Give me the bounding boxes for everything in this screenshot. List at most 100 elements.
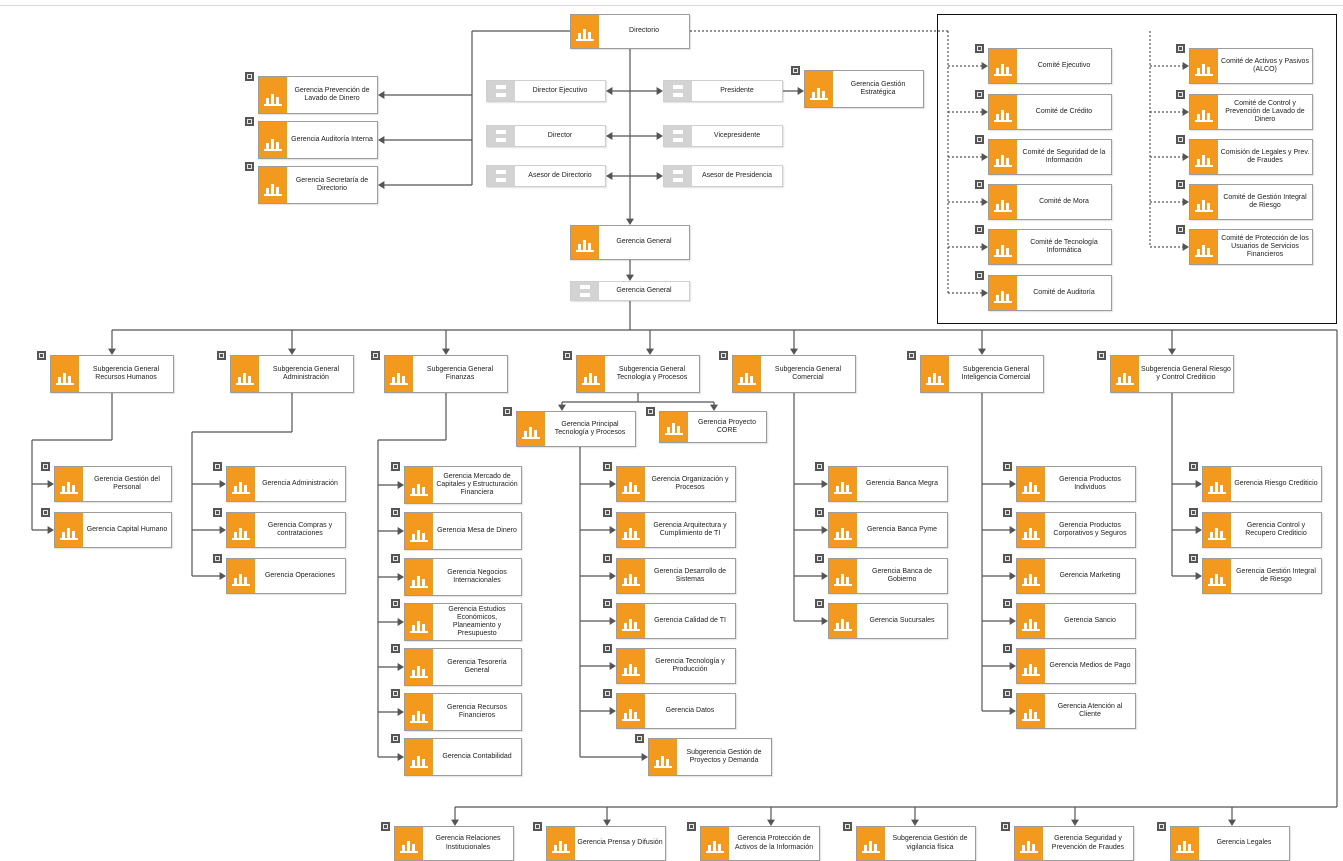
org-node-sg-tecnologia-procesos[interactable]: Subgerencia General Tecnología y Proceso…: [576, 355, 700, 393]
org-node-comite-seguridad-informacion[interactable]: Comité de Seguridad de la Información: [988, 139, 1112, 175]
org-node-gerencia-tecnologia-produccion[interactable]: Gerencia Tecnología y Producción: [616, 648, 736, 684]
org-node-gerencia-estudios-economicos[interactable]: Gerencia Estudios Económicos, Planeamien…: [404, 603, 522, 641]
org-node-gerencia-capital-humano[interactable]: Gerencia Capital Humano: [54, 512, 172, 548]
org-node-label: Directorio: [629, 27, 659, 35]
org-node-sg-inteligencia-comercial[interactable]: Subgerencia General Inteligencia Comerci…: [920, 355, 1044, 393]
org-unit-marker-icon: [1157, 822, 1166, 831]
org-node-asesor-presidencia[interactable]: Asesor de Presidencia: [663, 165, 783, 187]
org-node-sg-comercial[interactable]: Subgerencia General Comercial: [732, 355, 856, 393]
bar-chart-icon: [405, 739, 433, 775]
org-node-gerencia-banca-pyme[interactable]: Gerencia Banca Pyme: [828, 512, 948, 548]
org-node-gerencia-control-recupero[interactable]: Gerencia Control y Recupero Crediticio: [1202, 512, 1322, 548]
bar-chart-icon: [1017, 649, 1045, 683]
org-node-comite-ejecutivo[interactable]: Comité Ejecutivo: [988, 48, 1112, 84]
org-node-label: Subgerencia General Riesgo y Control Cre…: [1141, 365, 1231, 381]
org-node-comite-credito[interactable]: Comité de Crédito: [988, 94, 1112, 130]
org-node-gerencia-productos-individuos[interactable]: Gerencia Productos Individuos: [1016, 466, 1136, 502]
org-node-gerencia-riesgo-crediticio[interactable]: Gerencia Riesgo Crediticio: [1202, 466, 1322, 502]
arrow-head: [1009, 662, 1016, 670]
org-node-gerencia-desarrollo[interactable]: Gerencia Desarrollo de Sistemas: [616, 558, 736, 594]
org-node-gerencia-general-1[interactable]: Gerencia General: [570, 225, 690, 260]
document-icon: [664, 81, 692, 101]
bar-chart-icon: [805, 71, 833, 107]
org-node-gerencia-seguridad-prevencion[interactable]: Gerencia Seguridad y Prevención de Fraud…: [1014, 826, 1134, 861]
org-unit-marker-icon: [815, 462, 824, 471]
org-node-presidente[interactable]: Presidente: [663, 80, 783, 102]
org-node-gerencia-proyecto-core[interactable]: Gerencia Proyecto CORE: [659, 411, 767, 443]
bar-chart-icon: [55, 467, 83, 501]
org-node-gerencia-prensa-difusion[interactable]: Gerencia Prensa y Difusión: [546, 826, 666, 861]
org-node-sg-vigilancia[interactable]: Subgerencia Gestión de vigilancia física: [856, 826, 976, 861]
org-node-gerencia-tesoreria[interactable]: Gerencia Tesorería General: [404, 648, 522, 686]
org-node-gerencia-banca-gobierno[interactable]: Gerencia Banca de Gobierno: [828, 558, 948, 594]
arrow-head: [108, 348, 116, 355]
org-node-gerencia-recursos-financieros[interactable]: Gerencia Recursos Financieros: [404, 693, 522, 731]
org-unit-marker-icon: [563, 351, 572, 360]
org-node-directorio[interactable]: Directorio: [570, 14, 690, 49]
org-node-gerencia-arquitectura[interactable]: Gerencia Arquitectura y Cumplimiento de …: [616, 512, 736, 548]
org-node-label: Gerencia Negocios Internacionales: [447, 568, 507, 584]
org-node-gerencia-mesa-dinero[interactable]: Gerencia Mesa de Dinero: [404, 512, 522, 550]
org-node-comision-legales[interactable]: Comisión de Legales y Prev. de Fraudes: [1189, 139, 1313, 175]
org-node-comite-tecnologia[interactable]: Comité de Tecnología Informática: [988, 229, 1112, 265]
org-node-gerencia-general-2[interactable]: Gerencia General: [570, 281, 690, 301]
bar-chart-icon: [55, 513, 83, 547]
org-node-label: Comité de Auditoría: [1033, 288, 1095, 296]
org-node-comite-activos-pasivos[interactable]: Comité de Activos y Pasivos (ALCO): [1189, 48, 1313, 84]
org-node-label: Gerencia Prensa y Difusión: [577, 839, 663, 847]
org-node-gerencia-datos[interactable]: Gerencia Datos: [616, 693, 736, 729]
bar-chart-icon: [571, 226, 599, 259]
arrow-head: [397, 753, 404, 761]
org-node-label: Comité Ejecutivo: [1037, 61, 1091, 69]
org-node-gerencia-negocios-internacionales[interactable]: Gerencia Negocios Internacionales: [404, 558, 522, 596]
org-unit-marker-icon: [391, 734, 400, 743]
org-node-gerencia-operaciones[interactable]: Gerencia Operaciones: [226, 558, 346, 594]
arrow-head: [626, 218, 634, 225]
org-node-gerencia-marketing[interactable]: Gerencia Marketing: [1016, 558, 1136, 594]
org-node-comite-gestion-riesgo[interactable]: Comité de Gestión Integral de Riesgo: [1189, 184, 1313, 220]
org-node-gp-tecnologia-procesos[interactable]: Gerencia Principal Tecnología y Procesos: [516, 411, 636, 447]
org-node-sg-riesgo-control[interactable]: Subgerencia General Riesgo y Control Cre…: [1110, 355, 1234, 393]
arrow-head: [821, 480, 828, 488]
org-node-gerencia-gestion-personal[interactable]: Gerencia Gestión del Personal: [54, 466, 172, 502]
org-node-asesor-directorio[interactable]: Asesor de Directorio: [486, 165, 606, 187]
org-node-gerencia-mercado-capitales[interactable]: Gerencia Mercado de Capitales y Estructu…: [404, 466, 522, 504]
org-node-gerencia-medios-pago[interactable]: Gerencia Medios de Pago: [1016, 648, 1136, 684]
org-node-gerencia-legales[interactable]: Gerencia Legales: [1170, 826, 1290, 861]
org-node-gerencia-contabilidad[interactable]: Gerencia Contabilidad: [404, 738, 522, 776]
org-node-sg-administracion[interactable]: Subgerencia General Administración: [230, 355, 354, 393]
org-node-gerencia-sucursales[interactable]: Gerencia Sucursales: [828, 603, 948, 639]
org-unit-marker-icon: [1176, 90, 1185, 99]
org-node-gerencia-organizacion[interactable]: Gerencia Organización y Procesos: [616, 466, 736, 502]
org-node-sg-finanzas[interactable]: Subgerencia General Finanzas: [384, 355, 508, 393]
org-node-gerencia-prevencion-lavado[interactable]: Gerencia Prevención de Lavado de Dinero: [258, 76, 378, 114]
org-node-gerencia-gestion-integral-riesgo[interactable]: Gerencia Gestión Integral de Riesgo: [1202, 558, 1322, 594]
org-node-director[interactable]: Director: [486, 125, 606, 147]
org-node-gerencia-administracion[interactable]: Gerencia Administración: [226, 466, 346, 502]
org-node-gerencia-banca-megra[interactable]: Gerencia Banca Megra: [828, 466, 948, 502]
arrow-head: [821, 617, 828, 625]
org-node-vicepresidente[interactable]: Vicepresidente: [663, 125, 783, 147]
org-node-comite-auditoria[interactable]: Comité de Auditoría: [988, 275, 1112, 311]
org-node-gerencia-proteccion-activos[interactable]: Gerencia Protección de Activos de la Inf…: [700, 826, 820, 861]
org-node-comite-proteccion-usuarios[interactable]: Comité de Protección de los Usuarios de …: [1189, 229, 1313, 265]
org-node-sg-recursos-humanos[interactable]: Subgerencia General Recursos Humanos: [50, 355, 174, 393]
org-unit-marker-icon: [603, 462, 612, 471]
org-node-gerencia-productos-corporativos[interactable]: Gerencia Productos Corporativos y Seguro…: [1016, 512, 1136, 548]
org-node-gerencia-relaciones-institucionales[interactable]: Gerencia Relaciones Institucionales: [394, 826, 514, 861]
org-node-gerencia-sancio[interactable]: Gerencia Sancio: [1016, 603, 1136, 639]
org-node-label: Gerencia Riesgo Crediticio: [1234, 479, 1318, 487]
arrow-head: [1182, 198, 1189, 206]
org-node-gerencia-secretaria-directorio[interactable]: Gerencia Secretaría de Directorio: [258, 166, 378, 204]
org-node-gerencia-atencion-cliente[interactable]: Gerencia Atención al Cliente: [1016, 693, 1136, 729]
org-node-gerencia-gestion-estrategica[interactable]: Gerencia Gestión Estratégica: [804, 70, 924, 108]
org-node-gerencia-auditoria-interna[interactable]: Gerencia Auditoría Interna: [258, 121, 378, 159]
org-node-gerencia-compras[interactable]: Gerencia Compras y contrataciones: [226, 512, 346, 548]
org-node-gerencia-calidad-ti[interactable]: Gerencia Calidad de TI: [616, 603, 736, 639]
org-node-comite-mora[interactable]: Comité de Mora: [988, 184, 1112, 220]
org-node-comite-control-prevencion[interactable]: Comité de Control y Prevención de Lavado…: [1189, 94, 1313, 130]
bar-chart-icon: [733, 356, 761, 392]
org-node-label: Comité de Mora: [1039, 197, 1089, 205]
org-node-director-ejecutivo[interactable]: Director Ejecutivo: [486, 80, 606, 102]
org-node-sg-gestion-proyectos[interactable]: Subgerencia Gestión de Proyectos y Deman…: [648, 738, 772, 776]
